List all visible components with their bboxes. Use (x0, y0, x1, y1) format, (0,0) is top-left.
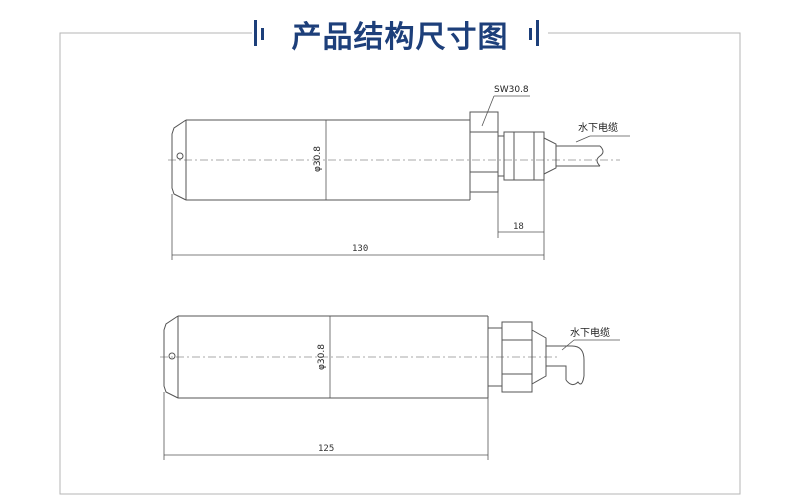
length-dimension-bottom-value: 125 (318, 444, 334, 454)
wrench-size-leader (481, 95, 530, 127)
drawing-frame (59, 32, 741, 495)
sensor-bottom-view (160, 315, 585, 399)
wrench-size-label: SW30.8 (494, 85, 529, 95)
diameter-label-top: φ30.8 (313, 146, 323, 172)
length-dimension-top (171, 194, 545, 260)
cable-leader-top (575, 135, 630, 143)
header: 产品结构尺寸图 (0, 0, 800, 62)
title-decoration (254, 20, 539, 46)
sensor-top-view (168, 111, 620, 201)
length-dimension-bottom (163, 392, 489, 460)
length-dimension-top-value: 130 (352, 244, 368, 254)
page-title: 产品结构尺寸图 (291, 20, 509, 55)
fitting-dimension (497, 180, 545, 238)
fitting-dimension-value: 18 (513, 222, 524, 232)
cable-label-bottom: 水下电缆 (570, 326, 610, 339)
cable-leader-bottom (561, 339, 620, 351)
cable-label-top: 水下电缆 (578, 121, 618, 134)
diameter-label-bottom: φ30.8 (317, 344, 327, 370)
